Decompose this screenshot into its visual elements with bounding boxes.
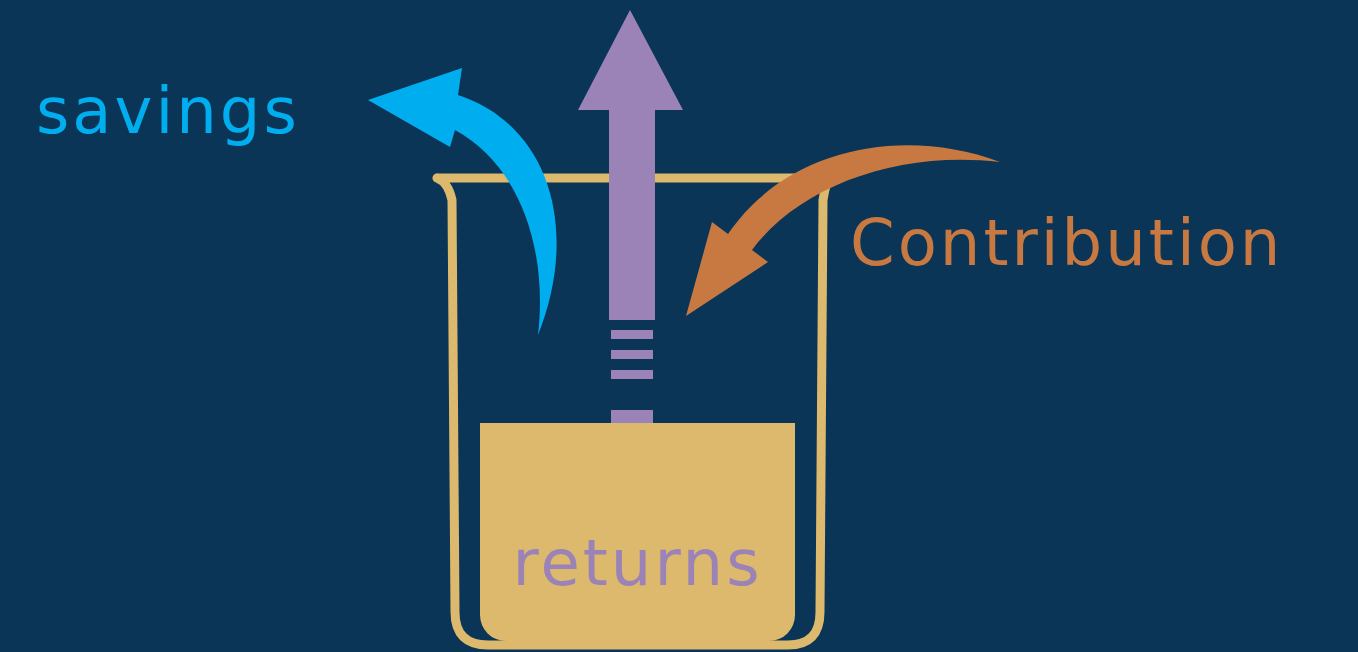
returns-arrow-dash (611, 330, 653, 339)
returns-arrow-dash (611, 370, 653, 379)
savings-arrow (368, 68, 557, 335)
flow-label: Contribution (850, 211, 1283, 275)
returns-arrow-base (611, 410, 653, 424)
liquid-fill: returns (480, 423, 795, 641)
node-label: returns (480, 531, 795, 595)
returns-arrow-dash (611, 350, 653, 359)
flow-label: savings (36, 79, 300, 143)
returns-arrow-head (578, 10, 683, 320)
